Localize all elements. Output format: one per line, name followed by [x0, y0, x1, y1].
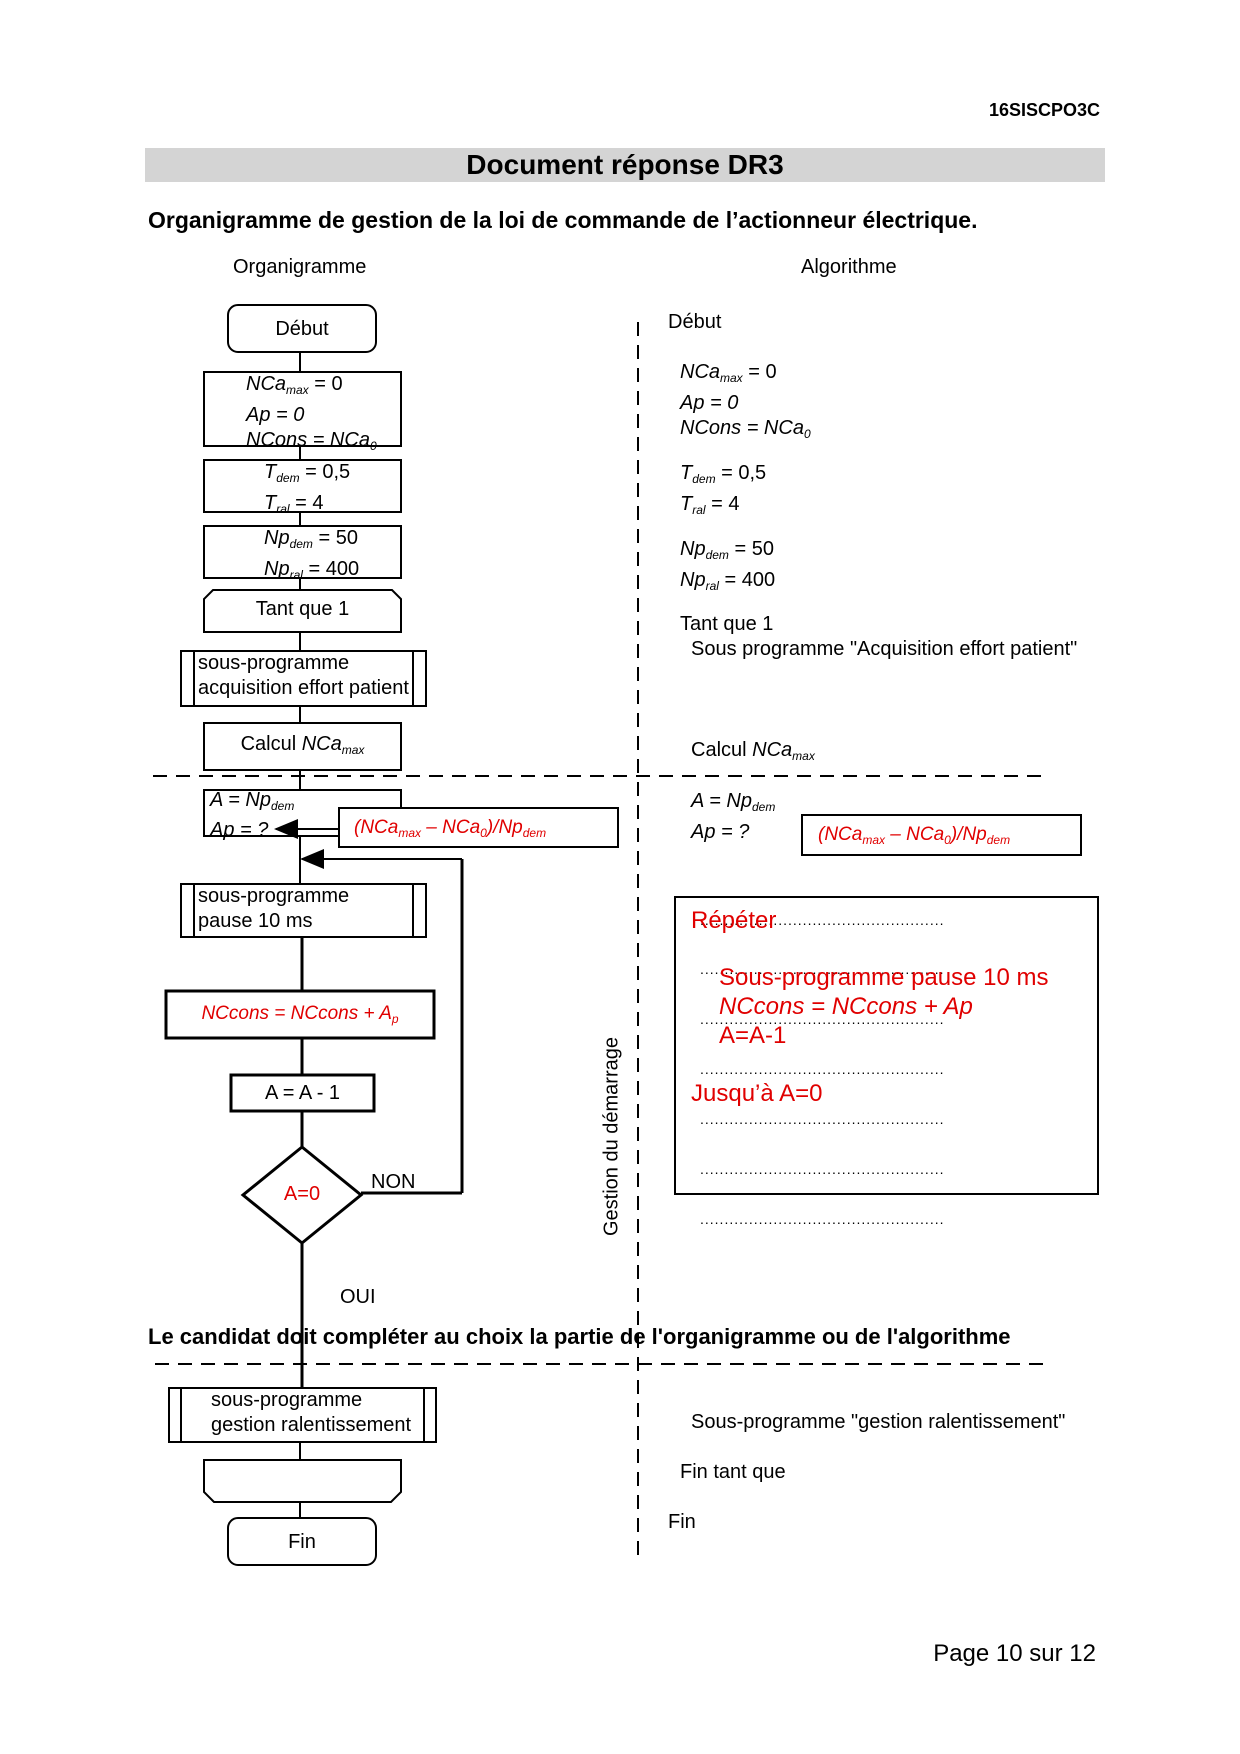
page-title: Document réponse DR3: [466, 149, 784, 180]
algo-formula-text: (NCamax – NCa0)/Npdem: [818, 824, 1011, 847]
nccons-label: NCcons = NCcons + Ap: [201, 1003, 399, 1026]
algo-end: Fin: [668, 1511, 696, 1533]
init-1-text: NCamax = 0 Ap = 0 NCons = NCa0: [246, 373, 377, 453]
answer-dotted-line: ........................................…: [700, 1011, 945, 1027]
init-box-2: [203, 459, 402, 513]
init-box-1: [203, 371, 402, 447]
answer-line-1: Sous-programme pause 10 ms: [719, 964, 1049, 991]
page-subtitle: Organigramme de gestion de la loi de com…: [148, 207, 978, 233]
subprogram-acquisition-label: sous-programme acquisition effort patien…: [198, 652, 409, 699]
answer-dotted-line: ........................................…: [700, 912, 945, 928]
subprogram-pause-shape: [180, 883, 427, 938]
algo-sub-ralentissement: Sous-programme "gestion ralentissement": [691, 1411, 1066, 1433]
document-code: 16SISCPO3C: [988, 100, 1100, 120]
yes-label: OUI: [340, 1286, 376, 1308]
end-terminal: [227, 1517, 377, 1566]
nccons-box: [164, 989, 436, 1040]
algo-start: Début: [668, 311, 722, 333]
subprogram-acquisition-shape: [180, 650, 427, 707]
calc-label: Calcul NCamax: [240, 733, 365, 757]
start-terminal: [227, 304, 377, 353]
algo-init-1: NCamax = 0 Ap = 0 NCons = NCa0: [680, 361, 811, 441]
page-number: Page 10 sur 12: [933, 1640, 1096, 1667]
calc-box: [203, 722, 402, 771]
answer-dotted-line: ........................................…: [700, 1161, 945, 1177]
algo-calc: Calcul NCamax: [691, 739, 815, 763]
answer-until: Jusqu’à A=0: [691, 1080, 823, 1107]
column-heading-algorithme: Algorithme: [801, 256, 897, 278]
loop-start-label: Tant que 1: [255, 598, 350, 620]
algo-init-3: Npdem = 50 Npral = 400: [680, 538, 776, 593]
algo-init-2: Tdem = 0,5 Tral = 4: [680, 462, 767, 517]
answer-line-2: NCcons = NCcons + Ap: [719, 993, 973, 1020]
answer-dotted-line: ........................................…: [700, 1111, 945, 1127]
algo-loop: Tant que 1: [680, 613, 774, 635]
answer-dotted-line: ........................................…: [700, 961, 945, 977]
algo-end-loop: Fin tant que: [680, 1461, 786, 1483]
algo-sub-acquisition: Sous programme "Acquisition effort patie…: [691, 638, 1078, 660]
init-2-text: Tdem = 0,5 Tral = 4: [264, 461, 351, 516]
subprogram-ralentissement-label: sous-programme gestion ralentissement: [211, 1389, 412, 1436]
subprogram-pause-label: sous-programme pause 10 ms: [198, 885, 350, 932]
side-label-demarrage: Gestion du démarrage: [600, 1037, 623, 1237]
answer-repeat: Répéter: [691, 907, 777, 934]
decrement-label: A = A - 1: [264, 1082, 341, 1104]
instruction-text: Le candidat doit compléter au choix la p…: [148, 1324, 1011, 1349]
subprogram-ralentissement-shape: [168, 1387, 437, 1443]
title-bar: [145, 148, 1105, 182]
formula-box: [338, 807, 619, 848]
assign-text: A = Npdem Ap = ?: [210, 789, 295, 841]
no-label: NON: [371, 1171, 416, 1193]
algo-assign: A = Npdem Ap = ?: [691, 790, 776, 843]
loop-start-shape: [203, 589, 402, 633]
formula-text: (NCamax – NCa0)/Npdem: [354, 817, 547, 840]
algo-answer-box: [674, 896, 1099, 1195]
init-3-text: Npdem = 50 Npral = 400: [264, 527, 360, 582]
column-heading-organigramme: Organigramme: [233, 256, 367, 278]
algo-formula-box: [801, 814, 1082, 856]
answer-line-3: A=A-1: [719, 1022, 787, 1049]
decision-label: A=0: [283, 1183, 321, 1205]
loop-end-shape: [203, 1459, 402, 1503]
end-label: Fin: [288, 1531, 316, 1553]
answer-dotted-line: ........................................…: [700, 1211, 945, 1227]
init-box-3: [203, 525, 402, 579]
start-label: Début: [275, 318, 329, 340]
answer-dotted-line: ........................................…: [700, 1061, 945, 1077]
